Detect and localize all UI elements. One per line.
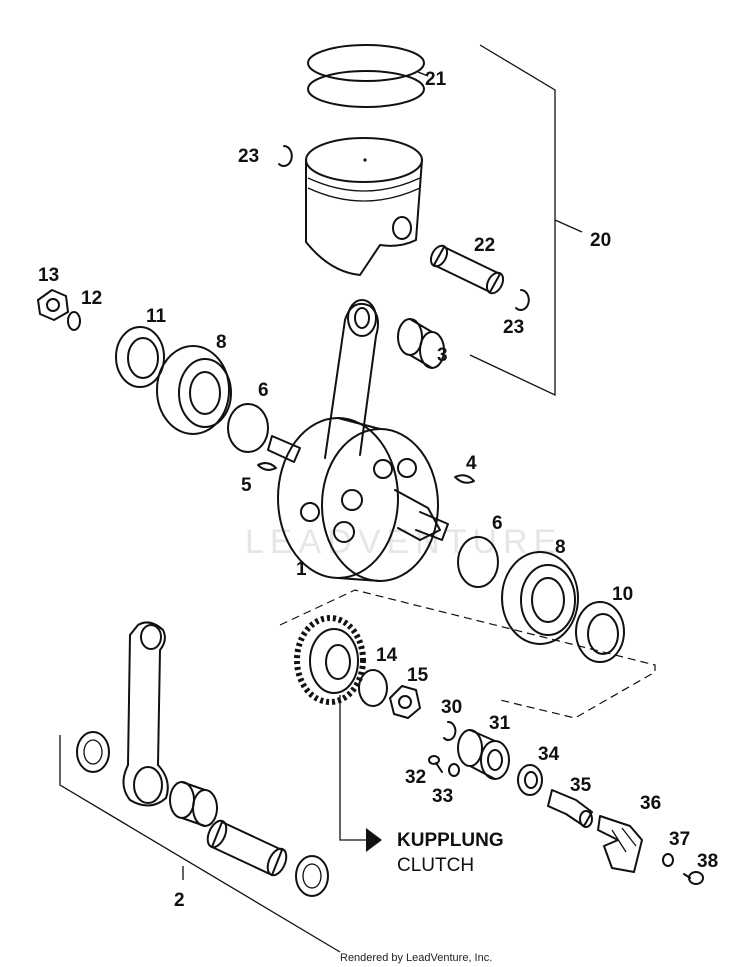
footer-credit: Rendered by LeadVenture, Inc. [340,952,492,964]
clutch-reference-arrow [339,695,382,852]
gear-washer [358,669,388,707]
small-washer [67,311,81,331]
callout-13: 13 [38,265,59,286]
needle-bearing-small-end [397,318,445,369]
piston-pin [429,244,505,295]
callout-34: 34 [538,744,560,765]
bracket-piston-set [469,44,583,397]
clutch-label-en: CLUTCH [397,855,474,876]
pump-impeller [597,815,643,873]
crankshaft [267,299,449,582]
callout-21: 21 [425,69,447,90]
callout-30: 30 [441,697,462,718]
impeller-screw [683,871,704,885]
small-screw [428,755,443,773]
callout-5: 5 [241,475,252,496]
callout-15: 15 [407,665,429,686]
callout-1: 1 [296,559,307,580]
pump-shaft [547,789,593,828]
callout-33: 33 [432,786,453,807]
callout-8-right: 8 [555,537,566,558]
callout-6-right: 6 [492,513,503,534]
circlip-lower [515,289,530,311]
callout-23-lower: 23 [503,317,524,338]
callout-3: 3 [437,345,448,366]
callout-22: 22 [474,235,495,256]
primary-gear [294,615,366,705]
callout-4: 4 [466,453,477,474]
clutch-label-de: KUPPLUNG [397,830,504,851]
gear-nut [389,685,421,719]
callout-36: 36 [640,793,661,814]
watermark: LEADVENTURE [245,523,562,561]
piston [305,137,423,276]
callout-14: 14 [376,645,398,666]
woodruff-key-right [454,474,475,484]
shim-left [227,403,269,453]
callout-11: 11 [146,306,167,327]
flange-nut [37,289,69,321]
callout-35: 35 [570,775,592,796]
callout-10: 10 [612,584,633,605]
callout-38: 38 [697,851,718,872]
callout-12: 12 [81,288,102,309]
impeller-washer [662,853,674,867]
main-bearing-left [156,345,232,435]
circlip-pump [443,721,457,741]
callout-6-left: 6 [258,380,269,401]
callout-32: 32 [405,767,426,788]
piston-rings [307,44,429,108]
callout-31: 31 [489,713,511,734]
shaft-seal-left [115,326,165,388]
pump-seal [517,764,543,796]
pump-bearing [457,729,510,780]
bracket-dashed [279,589,656,719]
woodruff-key-left [257,462,277,471]
callout-23-upper: 23 [238,146,259,167]
shaft-seal-right [575,601,625,663]
callout-8-left: 8 [216,332,227,353]
callout-20: 20 [590,230,611,251]
small-washer-pump [448,763,460,777]
callout-2: 2 [174,890,185,911]
bracket-conrod-kit [59,735,341,953]
shim-right [457,536,499,588]
callout-37: 37 [669,829,690,850]
connecting-rod-kit [76,621,329,897]
main-bearing-right [501,551,579,645]
circlip-upper [278,145,293,167]
